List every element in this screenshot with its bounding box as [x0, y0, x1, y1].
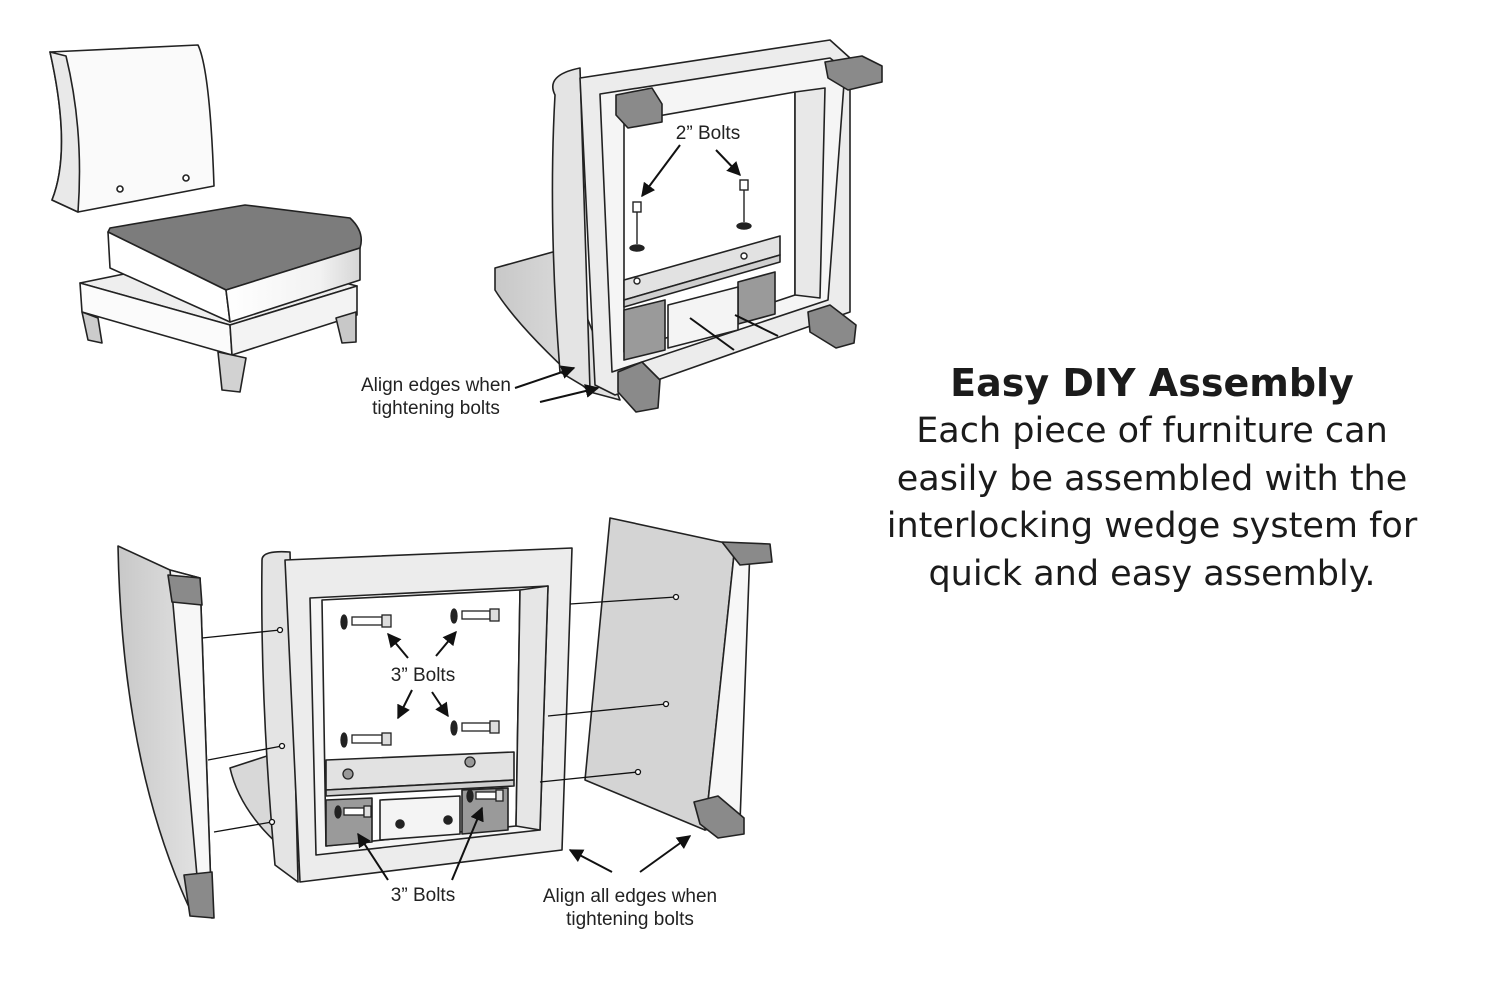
- back-frame-assembly: [494, 39, 883, 413]
- exploded-base-assembly: [117, 517, 773, 919]
- page-title: Easy DIY Assembly: [950, 361, 1354, 405]
- assembly-description: Each piece of furniture can easily be as…: [886, 411, 1418, 594]
- label-align-edges-1: Align edges when: [361, 375, 511, 396]
- label-2in-bolts: 2” Bolts: [676, 123, 740, 144]
- label-align-edges-2: tightening bolts: [372, 398, 500, 419]
- label-align-all-2: tightening bolts: [566, 909, 694, 930]
- two-inch-bolts: [629, 179, 752, 285]
- label-3in-bolts-back: 3” Bolts: [391, 665, 455, 686]
- three-inch-bolts: [334, 608, 504, 819]
- label-3in-bolts-base: 3” Bolts: [391, 885, 455, 906]
- back-leg: [615, 87, 663, 129]
- label-align-all-1: Align all edges when: [543, 886, 717, 907]
- assembled-chair: [49, 44, 363, 393]
